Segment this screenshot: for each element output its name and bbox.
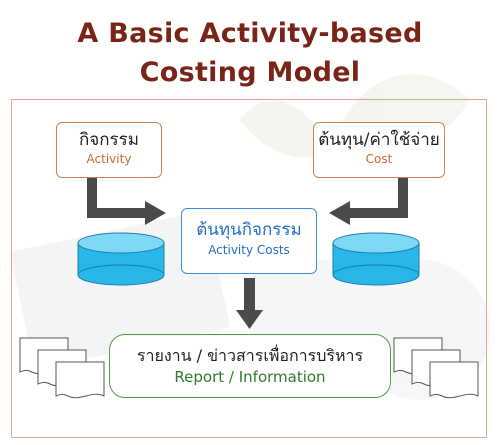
report-node-english-label: Report / Information [174, 368, 326, 386]
activity-node: กิจกรรม Activity [56, 122, 162, 178]
cost-node-thai-label: ต้นทุน/ค่าใช้จ่าย [318, 130, 440, 150]
cost-node: ต้นทุน/ค่าใช้จ่าย Cost [313, 122, 445, 178]
activity-costs-node-english-label: Activity Costs [208, 243, 290, 257]
page-title-line-1: A Basic Activity-based [77, 18, 423, 49]
activity-costs-node-thai-label: ต้นทุนกิจกรรม [196, 220, 302, 240]
report-node: รายงาน / ข่าวสารเพื่อการบริหาร Report / … [109, 334, 391, 398]
diagram-frame [11, 99, 487, 438]
activity-node-english-label: Activity [86, 152, 132, 166]
page-title-line-2: Costing Model [139, 57, 361, 88]
activity-costs-node: ต้นทุนกิจกรรม Activity Costs [181, 208, 317, 274]
cost-node-english-label: Cost [365, 152, 393, 166]
activity-node-thai-label: กิจกรรม [78, 130, 139, 150]
report-node-thai-label: รายงาน / ข่าวสารเพื่อการบริหาร [136, 346, 364, 365]
